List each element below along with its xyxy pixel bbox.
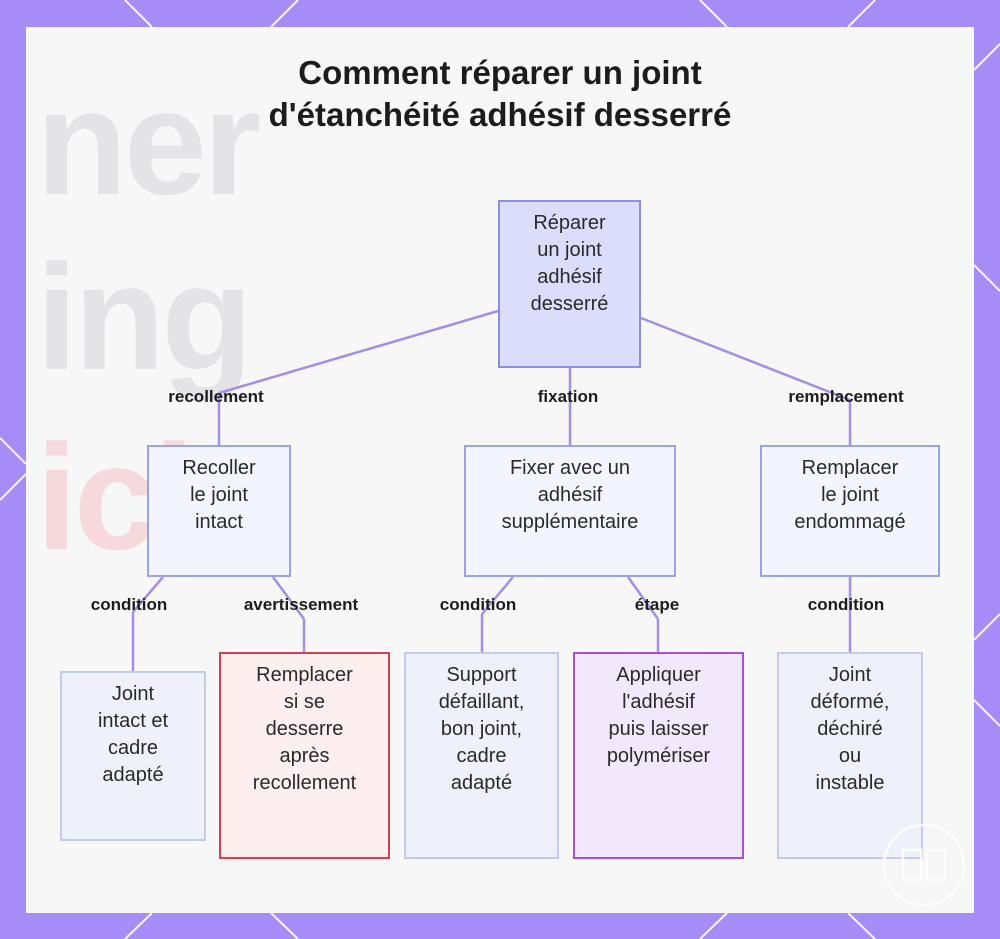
edge-label-avertissement: avertissement — [243, 595, 359, 614]
edge-root-recoller — [218, 309, 499, 395]
edge-label-condition-2: condition — [439, 595, 517, 614]
edge-fixer-cond2 — [481, 576, 514, 615]
title-line-1: Comment réparer un joint — [298, 54, 702, 91]
background-watermark-1: ner — [36, 58, 261, 226]
node-condition-deforme: Joint déformé, déchiré ou instable — [777, 652, 923, 859]
background-watermark-2: ing — [36, 233, 253, 401]
node-step: Appliquer l'adhésif puis laisser polymér… — [573, 652, 744, 859]
edge-root-remplacer — [640, 316, 851, 402]
node-condition-support: Support défaillant, bon joint, cadre ada… — [404, 652, 559, 859]
node-remplacer: Remplacer le joint endommagé — [760, 445, 940, 577]
edge-recoller-warn — [271, 576, 306, 620]
edge-label-condition-1: condition — [90, 595, 168, 614]
edge-label-etape: étape — [634, 595, 680, 614]
node-root: Réparer un joint adhésif desserré — [498, 200, 641, 368]
edge-label-condition-3: condition — [807, 595, 885, 614]
edge-fixer-step — [626, 576, 660, 620]
edge-recoller-cond1 — [132, 576, 164, 613]
edge-label-fixation: fixation — [537, 387, 599, 406]
node-fixer: Fixer avec un adhésif supplémentaire — [464, 445, 676, 577]
monogram-logo-icon — [882, 823, 966, 907]
node-warning: Remplacer si se desserre après recolleme… — [219, 652, 390, 859]
title-line-2: d'étanchéité adhésif desserré — [268, 96, 732, 133]
diagram-title: Comment réparer un joint d'étanchéité ad… — [0, 52, 1000, 136]
edge-label-remplacement: remplacement — [788, 387, 904, 406]
node-condition-intact: Joint intact et cadre adapté — [60, 671, 206, 841]
edge-label-recollement: recollement — [168, 387, 264, 406]
node-recoller: Recoller le joint intact — [147, 445, 291, 577]
